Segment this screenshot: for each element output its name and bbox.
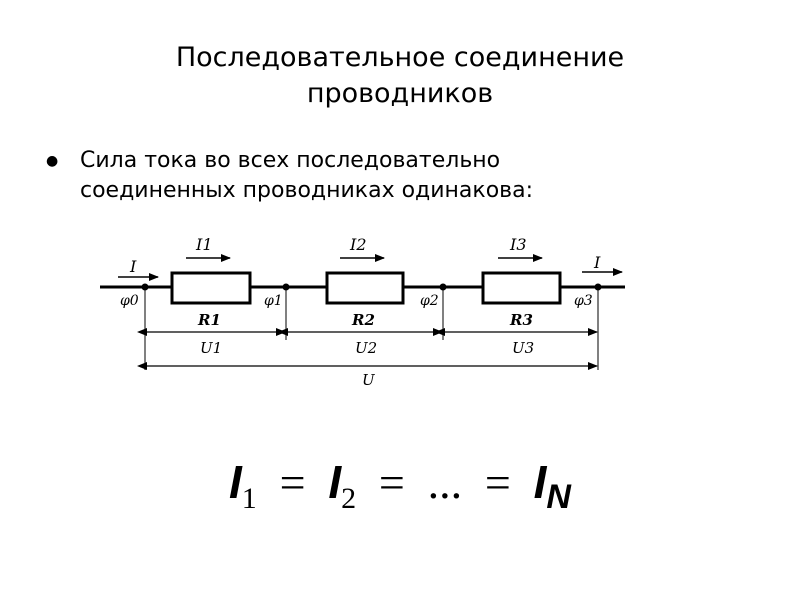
- formula-equals-2: =: [378, 457, 405, 508]
- formula-i1-symbol: I: [229, 456, 242, 508]
- resistor-r3-label: R3: [509, 311, 533, 329]
- potential-phi2: φ2: [420, 293, 439, 309]
- resistor-r2: [325, 271, 405, 305]
- formula-sub-1: 1: [241, 482, 257, 515]
- potential-phi1: φ1: [264, 293, 283, 309]
- current-in-label: I: [129, 257, 137, 276]
- formula-in-symbol: I: [533, 456, 547, 508]
- resistor-r1-label: R1: [197, 311, 221, 329]
- circuit-svg: I I1 I2 I3 I φ0 φ1 φ2 φ3 R1 R2 R3 U1 U2 …: [100, 235, 625, 389]
- bullet-item: ● Сила тока во всех последовательно соед…: [46, 146, 746, 206]
- slide-title: Последовательное соединение проводников: [0, 40, 800, 112]
- voltage-u2-label: U2: [355, 339, 377, 357]
- voltage-u-total-label: U: [362, 371, 376, 389]
- voltage-u1-label: U1: [200, 339, 222, 357]
- title-line-2: проводников: [306, 78, 494, 109]
- resistor-r1: [170, 271, 252, 305]
- formula-sub-n: N: [546, 478, 571, 516]
- potential-phi0: φ0: [120, 293, 139, 309]
- current-i1-label: I1: [195, 235, 213, 254]
- current-i2-label: I2: [349, 235, 367, 254]
- resistor-r2-label: R2: [351, 311, 375, 329]
- current-equality-formula: I1 = I2 = ... = IN: [0, 455, 800, 517]
- current-out-label: I: [593, 253, 601, 272]
- potential-phi3: φ3: [574, 293, 593, 309]
- formula-ellipsis: ...: [427, 457, 463, 508]
- current-i3-label: I3: [509, 235, 527, 254]
- node-2: [439, 283, 447, 291]
- node-1: [282, 283, 290, 291]
- node-0: [141, 283, 149, 291]
- formula-equals-1: =: [279, 457, 306, 508]
- voltage-u3-label: U3: [512, 339, 534, 357]
- node-3: [594, 283, 602, 291]
- series-circuit-diagram: I I1 I2 I3 I φ0 φ1 φ2 φ3 R1 R2 R3 U1 U2 …: [100, 220, 650, 410]
- resistor-r3: [481, 271, 562, 305]
- bullet-dot-icon: ●: [46, 153, 59, 169]
- formula-equals-3: =: [484, 457, 511, 508]
- title-line-1: Последовательное соединение: [175, 42, 625, 73]
- bullet-line-1: Сила тока во всех последовательно: [80, 148, 501, 173]
- bullet-line-2: соединенных проводниках одинакова:: [80, 178, 534, 203]
- formula-i2-symbol: I: [328, 456, 342, 508]
- formula-sub-2: 2: [341, 482, 357, 515]
